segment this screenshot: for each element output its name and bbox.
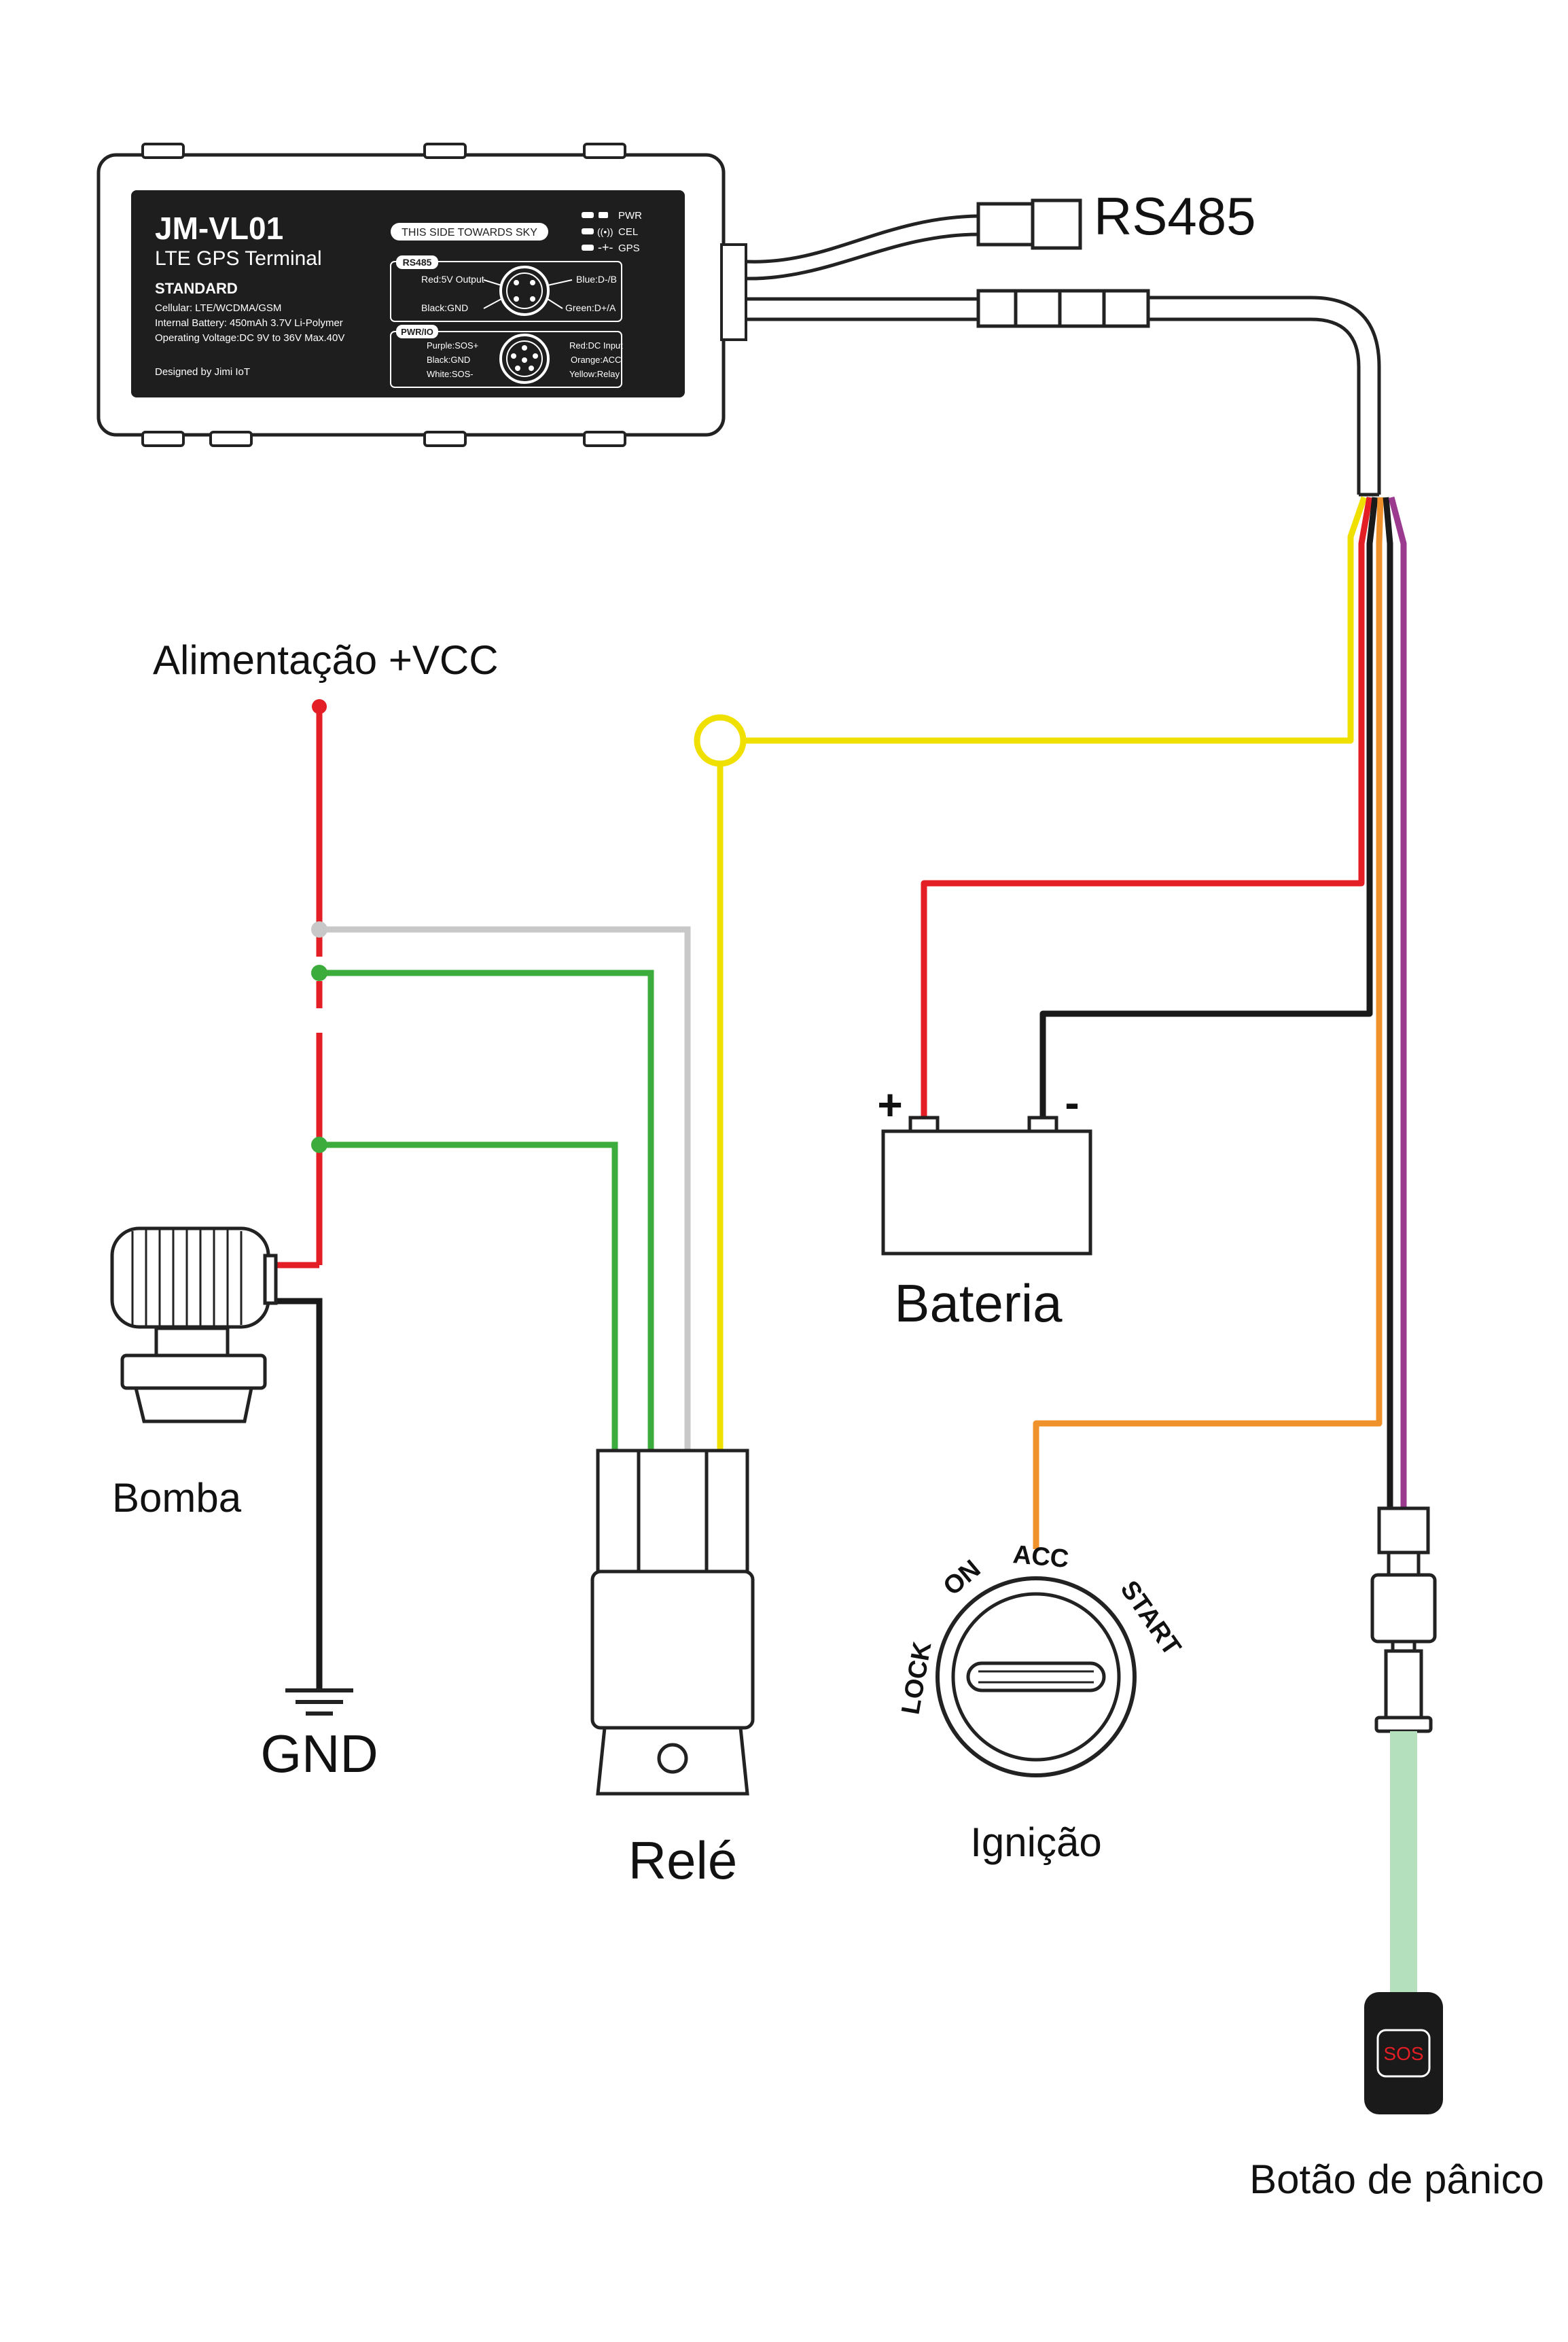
ignition-acc-label: ACC bbox=[1012, 1540, 1070, 1574]
svg-text:Black:GND: Black:GND bbox=[421, 302, 468, 313]
battery-icon bbox=[881, 1116, 1092, 1256]
svg-text:RS485: RS485 bbox=[403, 257, 432, 268]
device-designer: Designed by Jimi IoT bbox=[155, 366, 250, 378]
rs485-pinout-panel: RS485 Red:5V Output Black:GND Blue:D-/B … bbox=[390, 255, 622, 322]
wire-green-1 bbox=[319, 970, 654, 1451]
led-pwr-label: PWR bbox=[618, 210, 642, 221]
relay-label: Relé bbox=[628, 1830, 737, 1890]
spec-cellular: Cellular: LTE/WCDMA/GSM bbox=[155, 302, 281, 314]
device-edition: STANDARD bbox=[155, 280, 238, 297]
svg-text:White:SOS-: White:SOS- bbox=[427, 369, 474, 379]
relay-icon bbox=[590, 1449, 755, 1796]
sos-button-icon: SOS bbox=[1364, 1992, 1443, 2114]
svg-text:Orange:ACC: Orange:ACC bbox=[571, 355, 621, 365]
battery-plus-sign: + bbox=[877, 1080, 902, 1129]
ground-symbol bbox=[285, 1688, 353, 1716]
spec-battery: Internal Battery: 450mAh 3.7V Li-Polymer bbox=[155, 317, 343, 329]
sos-cable bbox=[1390, 1731, 1417, 1996]
ignition-switch-icon bbox=[931, 1576, 1141, 1834]
gnd-label: GND bbox=[260, 1724, 378, 1784]
panic-label: Botão de pânico bbox=[1249, 2157, 1544, 2202]
wire-purple-sos bbox=[1388, 496, 1407, 1508]
wires bbox=[694, 496, 1407, 1549]
pump-label: Bomba bbox=[112, 1475, 242, 1521]
wire-red-battery bbox=[921, 497, 1373, 1121]
svg-text:Black:GND: Black:GND bbox=[427, 355, 470, 365]
svg-text:Green:D+/A: Green:D+/A bbox=[565, 302, 616, 313]
relay-junction-ring bbox=[694, 714, 747, 767]
power-label: Alimentação +VCC bbox=[153, 637, 499, 683]
wire-yellow-relay bbox=[741, 496, 1368, 744]
power-line bbox=[270, 699, 691, 1690]
device-subtitle: LTE GPS Terminal bbox=[155, 247, 322, 270]
gps-terminal: JM-VL01 LTE GPS Terminal STANDARD Cellul… bbox=[96, 143, 747, 447]
main-cables bbox=[745, 198, 1381, 497]
sky-label: THIS SIDE TOWARDS SKY bbox=[402, 227, 537, 238]
wire-black-battery bbox=[1039, 497, 1378, 1121]
ignition-label: Ignição bbox=[970, 1820, 1101, 1865]
wire-green-2 bbox=[319, 1141, 618, 1451]
svg-text:Blue:D-/B: Blue:D-/B bbox=[576, 274, 617, 285]
ignition-lock-label: LOCK bbox=[897, 1639, 938, 1717]
svg-text:Yellow:Relay: Yellow:Relay bbox=[569, 369, 620, 379]
led-indicators: PWR ((•)) CEL -+- GPS bbox=[582, 210, 642, 254]
device-model: JM-VL01 bbox=[155, 211, 283, 246]
spec-voltage: Operating Voltage:DC 9V to 36V Max.40V bbox=[155, 332, 344, 344]
led-cel-label: CEL bbox=[618, 226, 638, 238]
svg-text:Red:DC Input: Red:DC Input bbox=[569, 340, 623, 351]
svg-text:Red:5V Output: Red:5V Output bbox=[421, 274, 484, 285]
panic-connector bbox=[1370, 1506, 1437, 1733]
sos-label: SOS bbox=[1383, 2043, 1423, 2064]
svg-text:PWR/IO: PWR/IO bbox=[401, 327, 433, 337]
svg-text:-+-: -+- bbox=[598, 241, 613, 254]
wire-black-panic bbox=[1383, 497, 1393, 1508]
battery-label: Bateria bbox=[894, 1273, 1063, 1333]
pwr-io-pinout-panel: PWR/IO Purple:SOS+ Black:GND White:SOS- … bbox=[390, 325, 623, 388]
pump-icon bbox=[110, 1226, 278, 1423]
battery-minus-sign: - bbox=[1065, 1078, 1079, 1127]
device-label-panel bbox=[131, 190, 685, 397]
rs485-label: RS485 bbox=[1094, 186, 1256, 246]
svg-text:Purple:SOS+: Purple:SOS+ bbox=[427, 340, 478, 351]
wire-orange-acc bbox=[1033, 497, 1384, 1549]
led-gps-label: GPS bbox=[618, 243, 640, 254]
svg-text:((•)): ((•)) bbox=[597, 226, 613, 237]
